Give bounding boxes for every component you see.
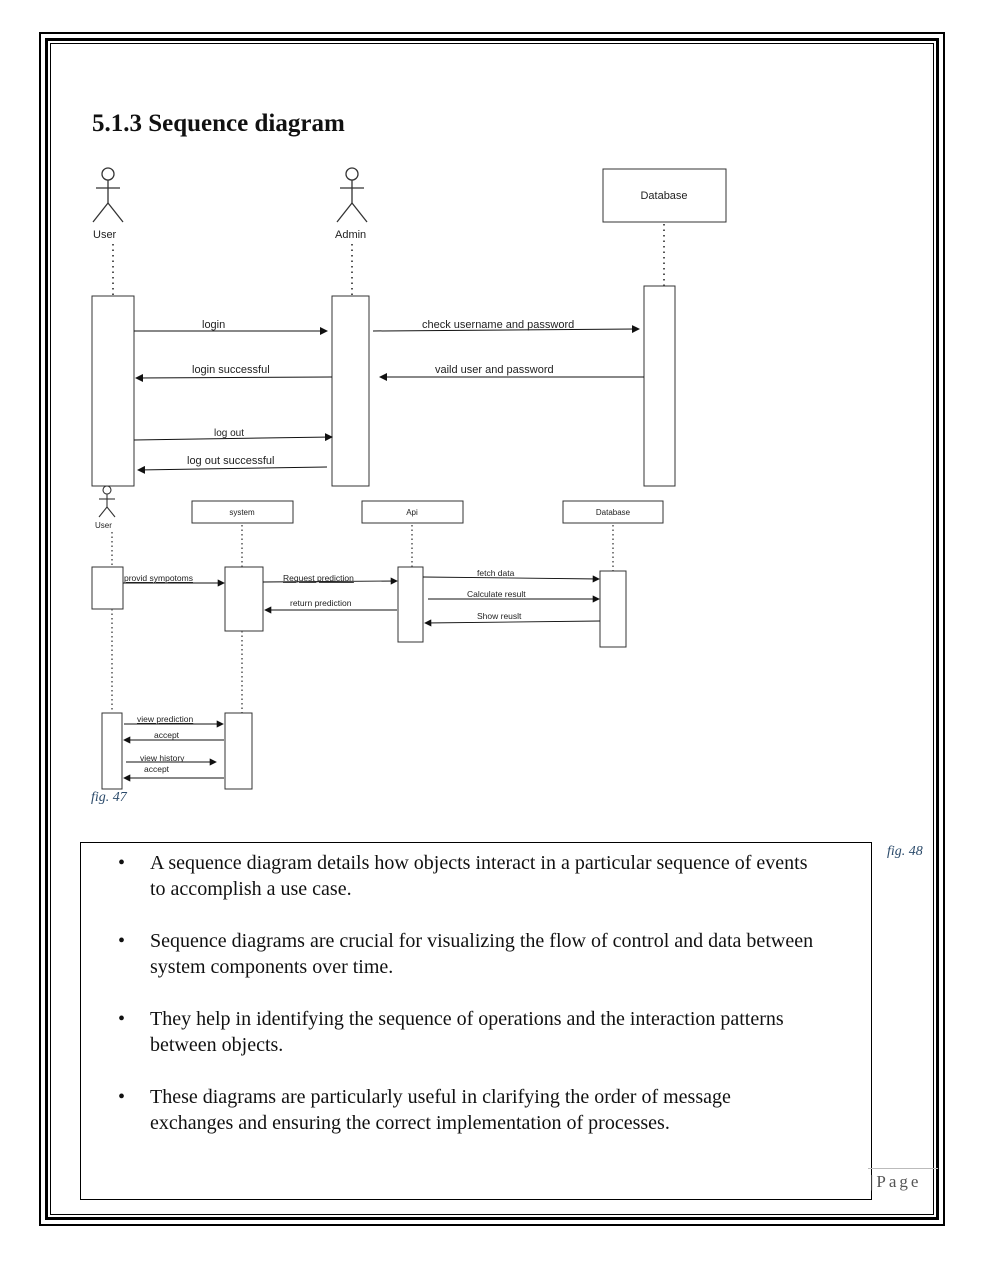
- msg-calculate-result: Calculate result: [467, 589, 526, 599]
- section-heading: 5.1.3 Sequence diagram: [92, 110, 345, 137]
- bullet-dot-icon: •: [118, 1086, 126, 1108]
- sequence-diagrams: User Admin Database login check username…: [91, 167, 727, 790]
- user-actor-icon-2: [98, 485, 116, 518]
- bullet-text: They help in identifying the sequence of…: [150, 1008, 784, 1056]
- bullet-text: Sequence diagrams are crucial for visual…: [150, 930, 814, 978]
- api-object-label: Api: [406, 508, 418, 517]
- database-activation-2: [599, 570, 627, 648]
- msg-login-successful: login successful: [192, 364, 270, 376]
- msg-provide-symptoms: provid sympotoms: [124, 573, 193, 583]
- api-object-box: [361, 500, 464, 524]
- msg-login: login: [202, 319, 225, 331]
- bullet-dot-icon: •: [118, 852, 126, 874]
- msg-valid-user: vaild user and password: [435, 364, 554, 376]
- msg-check-credentials: check username and password: [422, 319, 574, 331]
- bullet-item: • A sequence diagram details how objects …: [118, 850, 818, 902]
- bullet-item: • They help in identifying the sequence o…: [118, 1006, 818, 1058]
- database-object-box-2: [562, 500, 664, 524]
- msg-logout: log out: [214, 428, 244, 439]
- msg-accept-2: accept: [144, 764, 170, 774]
- database-lifeline-activation: [643, 285, 676, 487]
- bullet-item: • Sequence diagrams are crucial for visua…: [118, 928, 818, 980]
- page-number-box: [868, 1168, 938, 1197]
- user-activation-2a: [91, 566, 124, 610]
- figure-caption-48: fig. 48: [887, 844, 923, 859]
- system-object-box: [191, 500, 294, 524]
- msg-accept-1: accept: [154, 730, 180, 740]
- figure-caption-47: fig. 47: [91, 790, 127, 805]
- page-label: |Page: [870, 1172, 922, 1191]
- user-actor-label: User: [93, 229, 117, 241]
- api-activation: [397, 566, 424, 643]
- database-object-box: [602, 168, 727, 223]
- msg-logout-successful: log out successful: [187, 455, 274, 467]
- msg-return-prediction: return prediction: [290, 598, 352, 608]
- bullet-text: A sequence diagram details how objects i…: [150, 852, 808, 900]
- database-object-label: Database: [640, 190, 687, 202]
- admin-lifeline-activation: [331, 295, 370, 487]
- system-activation-b: [224, 712, 253, 790]
- bullet-item: • These diagrams are particularly useful …: [118, 1084, 818, 1136]
- msg-show-result: Show reuslt: [477, 611, 522, 621]
- page-border-outer: [39, 32, 945, 1226]
- admin-actor-icon: [336, 167, 368, 223]
- page-border-thin: [50, 43, 934, 1215]
- admin-actor-label: Admin: [335, 229, 366, 241]
- msg-fetch-data: fetch data: [477, 568, 515, 578]
- description-bullet-list: • A sequence diagram details how objects …: [118, 850, 818, 1162]
- user-activation-2b: [101, 712, 123, 790]
- msg-view-history: view history: [140, 753, 185, 763]
- system-activation-a: [224, 566, 264, 632]
- user-lifeline-activation: [91, 295, 135, 487]
- bullet-dot-icon: •: [118, 930, 126, 952]
- description-box: [80, 842, 872, 1200]
- user-actor-label-2: User: [95, 521, 112, 530]
- user-actor-icon: [92, 167, 124, 223]
- database-object-label-2: Database: [596, 508, 631, 517]
- msg-view-prediction: view prediction: [137, 714, 193, 724]
- bullet-dot-icon: •: [118, 1008, 126, 1030]
- system-object-label: system: [229, 508, 255, 517]
- bullet-text: These diagrams are particularly useful i…: [150, 1086, 731, 1134]
- page-border-inner: [45, 38, 939, 1220]
- msg-request-prediction: Request prediction: [283, 573, 354, 583]
